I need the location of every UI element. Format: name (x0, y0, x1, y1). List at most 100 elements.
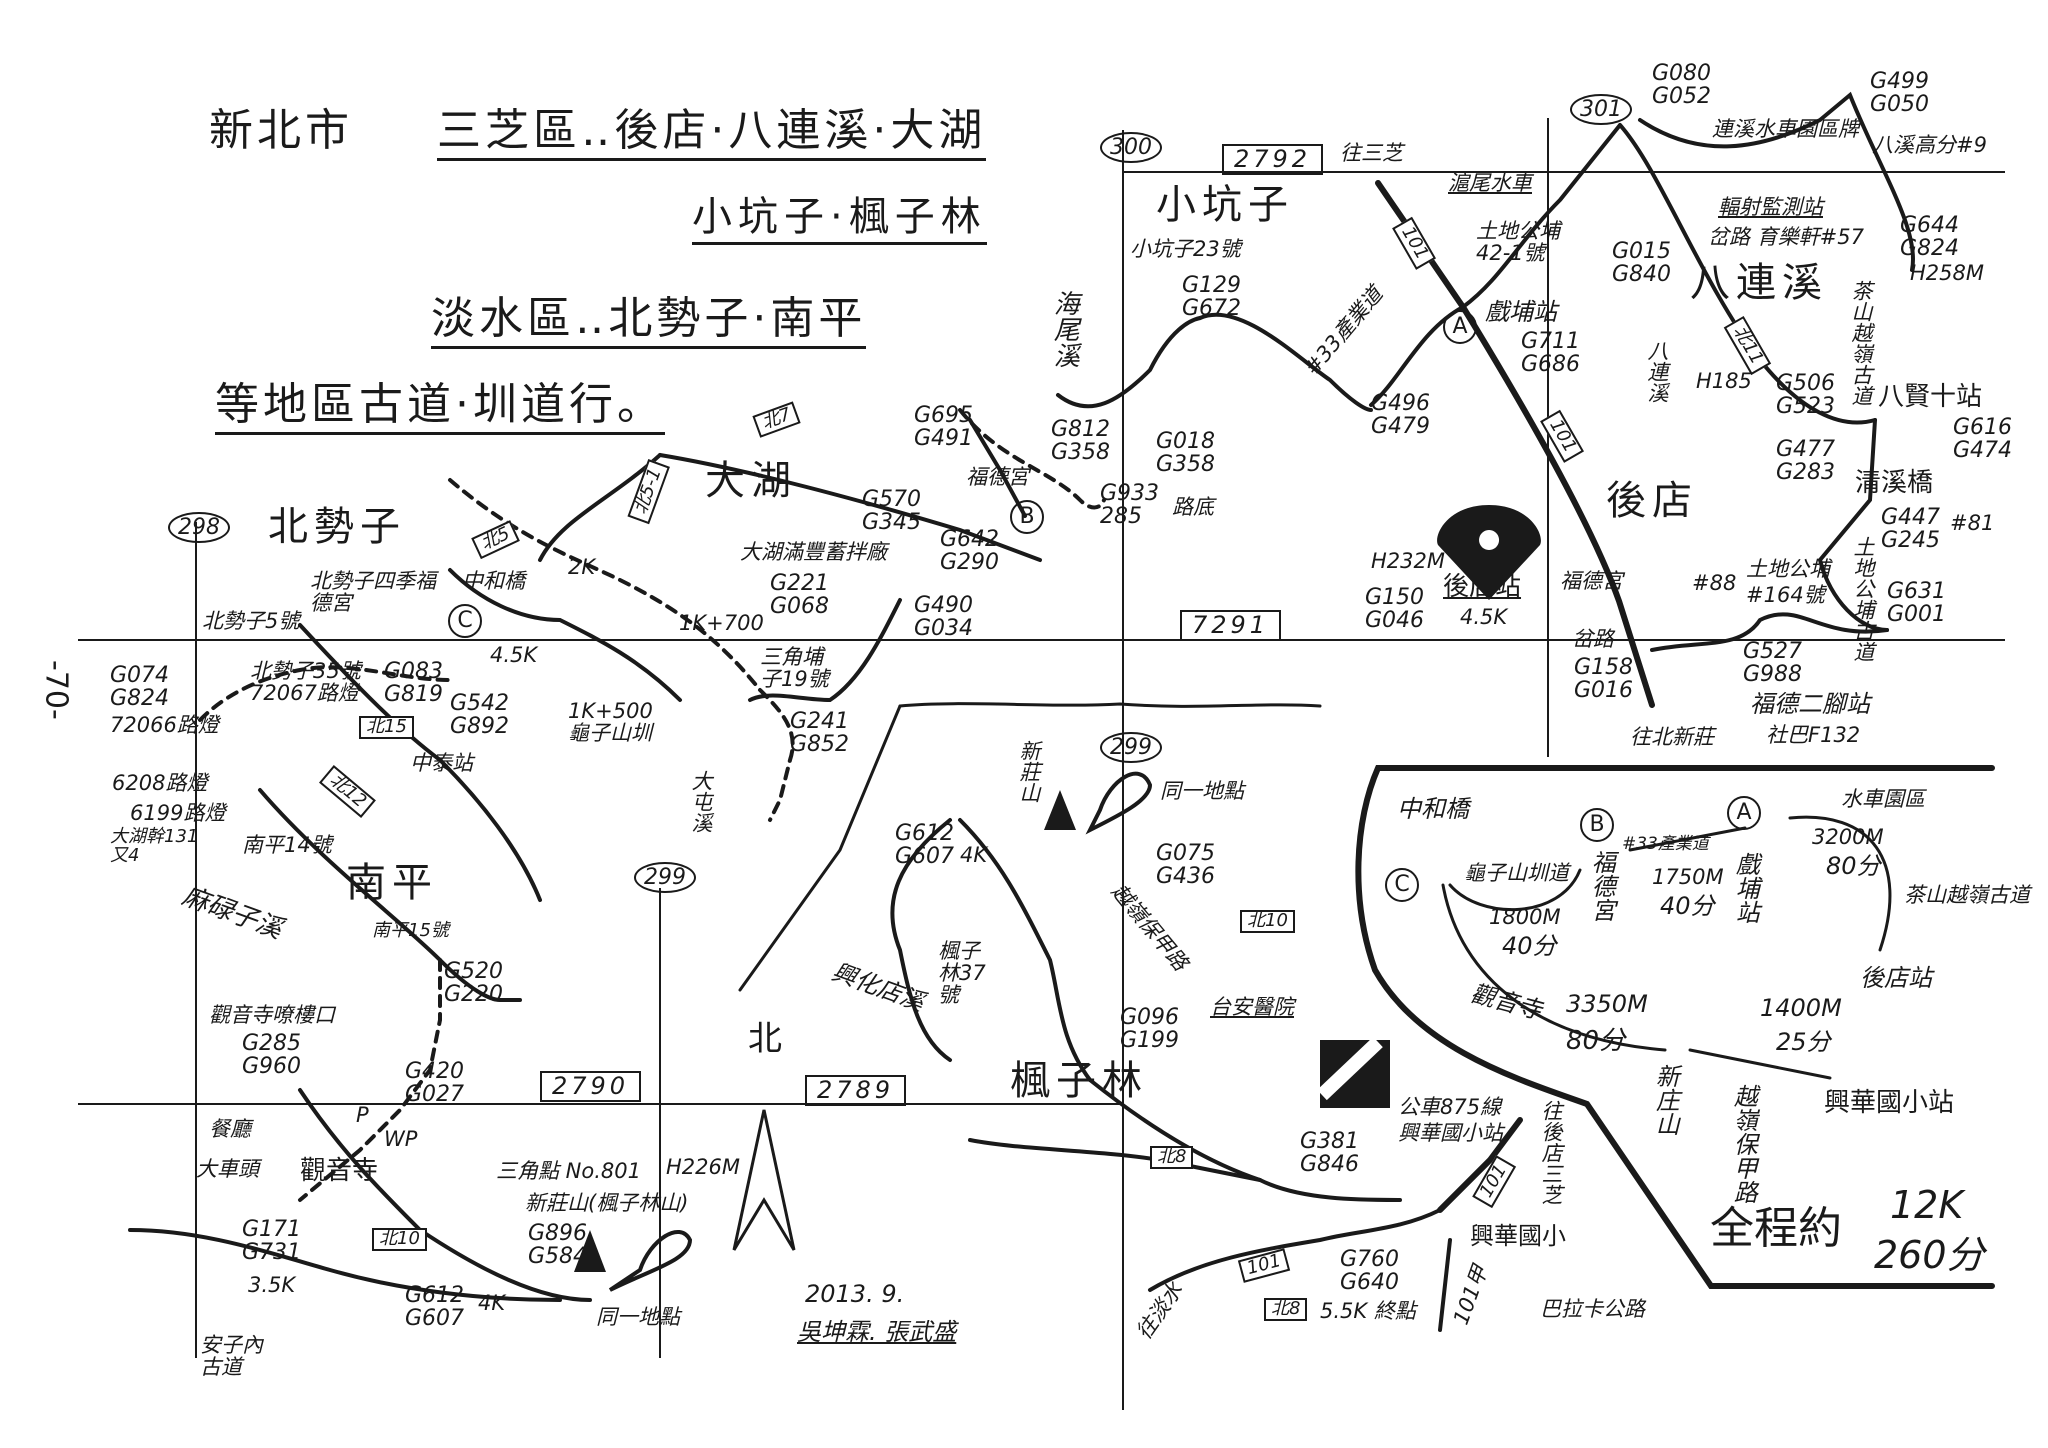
trail (748, 598, 902, 703)
stream-label: 八連溪 (1645, 340, 1670, 403)
road-label: 巴拉卡公路 (1540, 1297, 1645, 1321)
road-sign: 北10 (372, 1228, 427, 1251)
road-sign: 北10 (1240, 910, 1295, 933)
area-label: 北勢子 (268, 504, 406, 550)
gps-label: G506 G523 (1776, 371, 1836, 420)
area-label: 大湖 (705, 458, 797, 504)
place-label: 三角埔子19號 (760, 645, 829, 692)
place-label: 八溪高分#9 (1872, 133, 1987, 157)
trail (1198, 312, 1373, 412)
stream-label: 大屯溪 (689, 770, 714, 833)
north-label: 北 (748, 1019, 782, 1059)
road-sign: 北15 (359, 716, 414, 739)
map-edge (738, 704, 902, 992)
trail (958, 408, 1106, 510)
trail (968, 418, 1027, 518)
trail (298, 958, 442, 1202)
gps-label: G896 G584 (528, 1221, 588, 1270)
station-label: 福德二腳站 (1750, 690, 1870, 718)
trail (448, 568, 682, 702)
gps-label: G083 G819 (384, 659, 444, 708)
same-point-loop (1085, 771, 1153, 835)
place-label: 楓子林37號 (938, 939, 986, 1008)
inset-waypoint-a: A (1727, 796, 1761, 830)
parking-label: P (356, 1103, 369, 1127)
distance-label: 1K+700 (679, 611, 764, 635)
trail-label: 土地公埔古道 (1851, 536, 1876, 662)
inset-trail: 越嶺保甲路 (1729, 1084, 1758, 1204)
title-line-3: 淡水區‥北勢子·南平 (431, 295, 867, 350)
inset-place: 水車園區 (1841, 787, 1925, 811)
trail (1461, 123, 1622, 309)
bus-label: 社巴F132 (1766, 723, 1861, 747)
inset-border (1355, 765, 1995, 1289)
trail (890, 818, 952, 1062)
direction-label: 往後店三芝 (1539, 1100, 1564, 1205)
waypoint-a: A (1443, 310, 1477, 344)
grid-label: 2789 (805, 1075, 907, 1107)
area-label: 小坑子 (1156, 182, 1294, 228)
grid-label: 301 (1570, 94, 1632, 126)
place-label: 小坑子23號 (1130, 237, 1241, 261)
trail (758, 688, 795, 822)
place-label: 輻射監測站 (1718, 195, 1823, 219)
trail (128, 1228, 562, 1302)
inset-place: 興華國小站 (1824, 1088, 1955, 1118)
route-arc (1688, 1048, 1832, 1080)
gps-label: G447 G245 (1881, 505, 1941, 554)
place-label: 往三芝 (1340, 141, 1403, 165)
trail (538, 453, 662, 562)
inset-trail: 茶山越嶺古道 (1904, 883, 2030, 907)
gps-label: G129 G672 (1182, 273, 1242, 322)
place-label: #81 (1950, 511, 1995, 535)
place-label: 同一地點 (1160, 779, 1244, 803)
waypoint-label: WP (384, 1127, 418, 1151)
inset-place: 中和橋 (1397, 795, 1469, 823)
place-label: 南平14號 (242, 833, 332, 857)
gps-label: G075 G436 (1156, 841, 1216, 890)
trail (1437, 1117, 1523, 1213)
distance-label: 4.5K (490, 643, 538, 667)
gps-label: G612 G607 (895, 821, 955, 870)
gps-label: G542 G892 (450, 691, 510, 740)
gps-label: G496 G479 (1371, 391, 1431, 440)
station-label: 後店站 (1443, 572, 1522, 602)
bridge-label: 清溪橋 (1855, 468, 1934, 498)
temple-label: 福德宮 (966, 465, 1029, 489)
place-label: 6208路燈 (112, 771, 208, 795)
gps-label: G570 G345 (862, 487, 922, 536)
place-label: 同一地點 (596, 1305, 680, 1329)
inset-route: 龜子山圳道 (1464, 861, 1569, 885)
north-arrow (732, 1109, 796, 1251)
title-line-4: 等地區古道·圳道行。 (215, 381, 665, 436)
gps-label: G096 G199 (1120, 1005, 1180, 1054)
total-distance: 12K (1890, 1183, 1964, 1227)
gps-label: G015 G840 (1612, 239, 1672, 288)
place-label: 岔路 (1572, 627, 1614, 651)
title-line-1: 三芝區‥後店·八連溪·大湖 (437, 107, 987, 162)
gps-label: G018 G358 (1156, 429, 1216, 478)
grid-label: 2790 (540, 1071, 642, 1103)
gps-label: G933 285 (1100, 481, 1160, 530)
route-arc (1788, 815, 1892, 952)
gps-label: G080 G052 (1652, 61, 1712, 110)
inset-place: 戲埔站 (1731, 852, 1760, 924)
gps-label: G631 G001 (1887, 579, 1947, 628)
distance-label: 4K (478, 1291, 506, 1315)
inset-time: 40分 (1660, 892, 1715, 920)
trail (258, 788, 522, 1002)
inset-distance: 3200M (1812, 825, 1884, 849)
gps-label: G711 G686 (1521, 329, 1581, 378)
grid-label: 299 (634, 862, 696, 894)
place-label: 土地公埔 42-1號 (1476, 219, 1560, 266)
place-label: 路底 (1172, 495, 1214, 519)
hatched-square-icon (1317, 1036, 1390, 1108)
gps-label: G381 G846 (1300, 1129, 1360, 1178)
trail (1650, 612, 1889, 652)
road-sign: 北8 (1264, 1298, 1308, 1321)
gps-label: G420 G027 (405, 1059, 465, 1108)
trail (198, 665, 452, 722)
inset-route: #33產業道 (1622, 834, 1709, 854)
grid-label: 299 (1100, 732, 1162, 764)
place-label: 北勢子35號 72067路燈 (250, 659, 361, 706)
